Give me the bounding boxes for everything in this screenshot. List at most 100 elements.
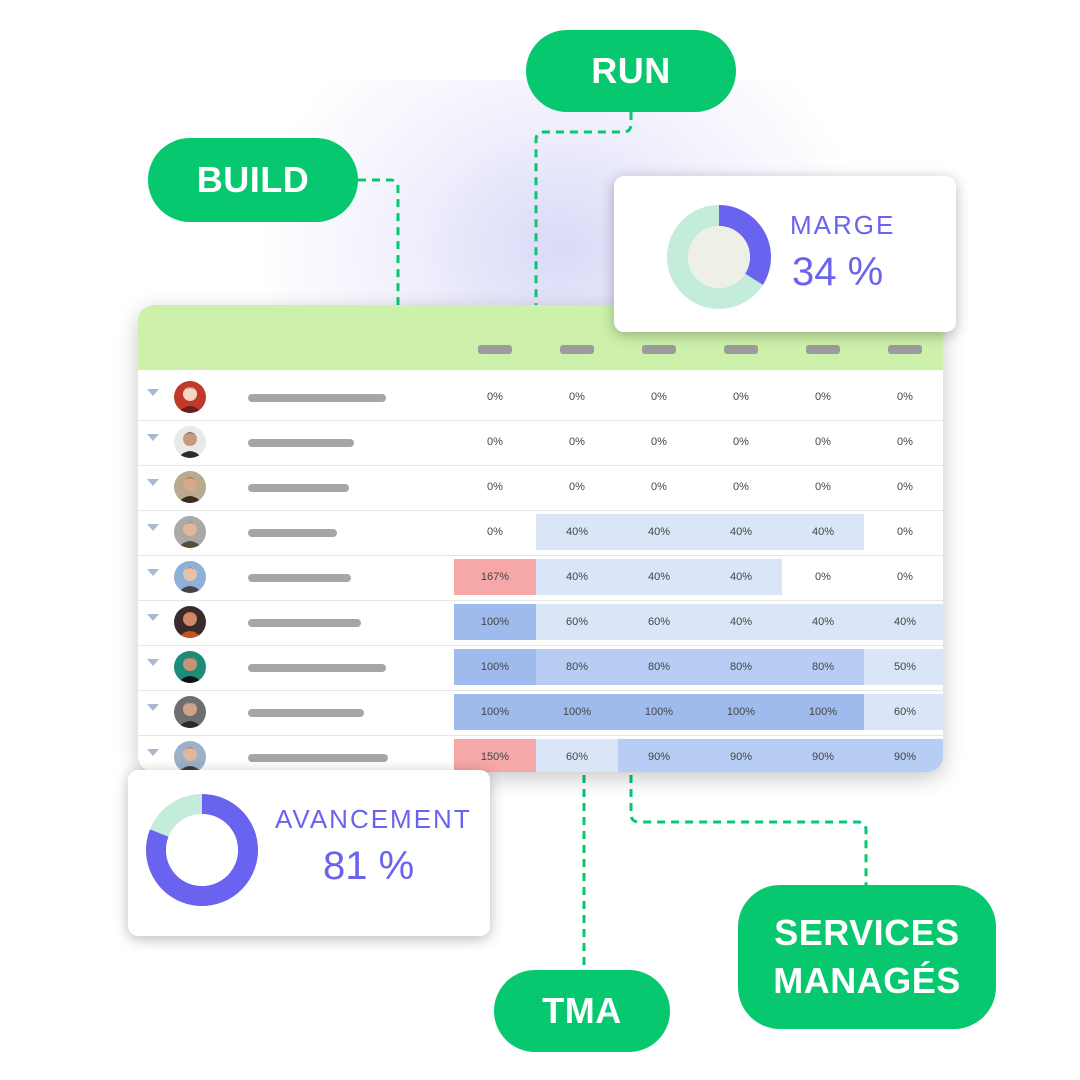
avancement-value: 81 % [323,844,415,888]
table-cell: 0% [733,391,749,403]
table-row: 150%60%90%90%90%90% [138,735,943,772]
avatar [174,471,206,503]
table-row: 100%60%60%40%40%40% [138,600,943,646]
table-row: 0%0%0%0%0%0% [138,420,943,466]
expand-chevron-icon[interactable] [147,569,159,576]
table-row: 100%80%80%80%80%50% [138,645,943,691]
table-cell: 50% [864,649,943,685]
table-cell: 100% [700,694,782,730]
name-placeholder [248,574,351,582]
expand-chevron-icon[interactable] [147,704,159,711]
header-placeholder [560,345,594,354]
table-cell: 0% [733,481,749,493]
run-label: RUN [526,30,736,112]
table-cell: 80% [700,649,782,685]
table-cell: 100% [618,694,700,730]
table-cell: 0% [569,391,585,403]
name-placeholder [248,754,388,762]
table-cell: 0% [651,436,667,448]
avancement-donut-chart [146,794,258,906]
table-cell: 0% [569,436,585,448]
table-cell: 40% [700,559,782,595]
table-cell: 40% [864,604,943,640]
tma-label-text: TMA [542,990,622,1031]
table-row: 100%100%100%100%100%60% [138,690,943,736]
table-cell: 40% [618,559,700,595]
header-placeholder [806,345,840,354]
table-cell: 0% [487,436,503,448]
expand-chevron-icon[interactable] [147,614,159,621]
table-cell: 0% [897,526,913,538]
table-cell: 0% [487,481,503,493]
table-cell: 0% [815,436,831,448]
run-connector [534,112,633,305]
avatar [174,741,206,772]
avancement-card: AVANCEMENT 81 % [128,770,490,936]
name-placeholder [248,664,386,672]
table-cell: 40% [618,514,700,550]
table-cell: 100% [454,694,536,730]
table-cell: 150% [454,739,536,772]
avancement-donut-slice [146,794,258,906]
build-label-text: BUILD [196,159,310,200]
table-cell: 40% [536,514,618,550]
table-cell: 0% [487,526,503,538]
marge-donut-chart [667,205,771,309]
header-placeholder [478,345,512,354]
avancement-donut-center [166,814,238,886]
table-cell: 40% [782,604,864,640]
table-cell: 0% [569,481,585,493]
table-cell: 0% [897,436,913,448]
expand-chevron-icon[interactable] [147,434,159,441]
expand-chevron-icon[interactable] [147,749,159,756]
build-label: BUILD [148,138,358,222]
table-cell: 40% [700,514,782,550]
table-cell: 90% [618,739,700,772]
table-cell: 0% [815,391,831,403]
table-cell: 60% [536,604,618,640]
avancement-label: AVANCEMENT [275,804,472,834]
table-cell: 90% [864,739,943,772]
table-row: 167%40%40%40%0%0% [138,555,943,601]
table-cell: 100% [782,694,864,730]
avatar [174,516,206,548]
avatar [174,651,206,683]
marge-card: MARGE 34 % [614,176,956,332]
avatar [174,381,206,413]
avatar [174,561,206,593]
services-line2: MANAGÉS [773,960,961,1001]
table-cell: 100% [454,604,536,640]
name-placeholder [248,709,364,717]
table-cell: 167% [454,559,536,595]
table-row: 0% 0% 0% 0% 0% 0% [138,375,943,421]
header-placeholder [724,345,758,354]
services-manages-label: SERVICES MANAGÉS [738,885,996,1029]
name-placeholder [248,439,354,447]
table-cell: 0% [897,481,913,493]
header-placeholder [888,345,922,354]
expand-chevron-icon[interactable] [147,479,159,486]
table-cell: 0% [815,571,831,583]
expand-chevron-icon[interactable] [147,659,159,666]
table-cell: 80% [618,649,700,685]
planning-table: 0% 0% 0% 0% 0% 0% 0% 0% 0% 0% 0% 0% 0% 0% 0% 0% 0% 0% 0% 40… [138,305,943,772]
avatar [174,426,206,458]
expand-chevron-icon[interactable] [147,524,159,531]
table-cell: 100% [454,649,536,685]
table-cell: 0% [651,391,667,403]
name-placeholder [248,484,349,492]
name-placeholder [248,529,337,537]
table-cell: 40% [700,604,782,640]
table-cell: 0% [897,571,913,583]
table-cell: 0% [815,481,831,493]
name-placeholder [248,619,361,627]
expand-chevron-icon[interactable] [147,389,159,396]
table-row: 0%0%0%0%0%0% [138,465,943,511]
table-cell: 40% [536,559,618,595]
table-cell: 0% [487,391,503,403]
name-placeholder [248,394,386,402]
marge-donut-slice [719,205,771,285]
table-cell: 0% [897,391,913,403]
table-cell: 80% [782,649,864,685]
